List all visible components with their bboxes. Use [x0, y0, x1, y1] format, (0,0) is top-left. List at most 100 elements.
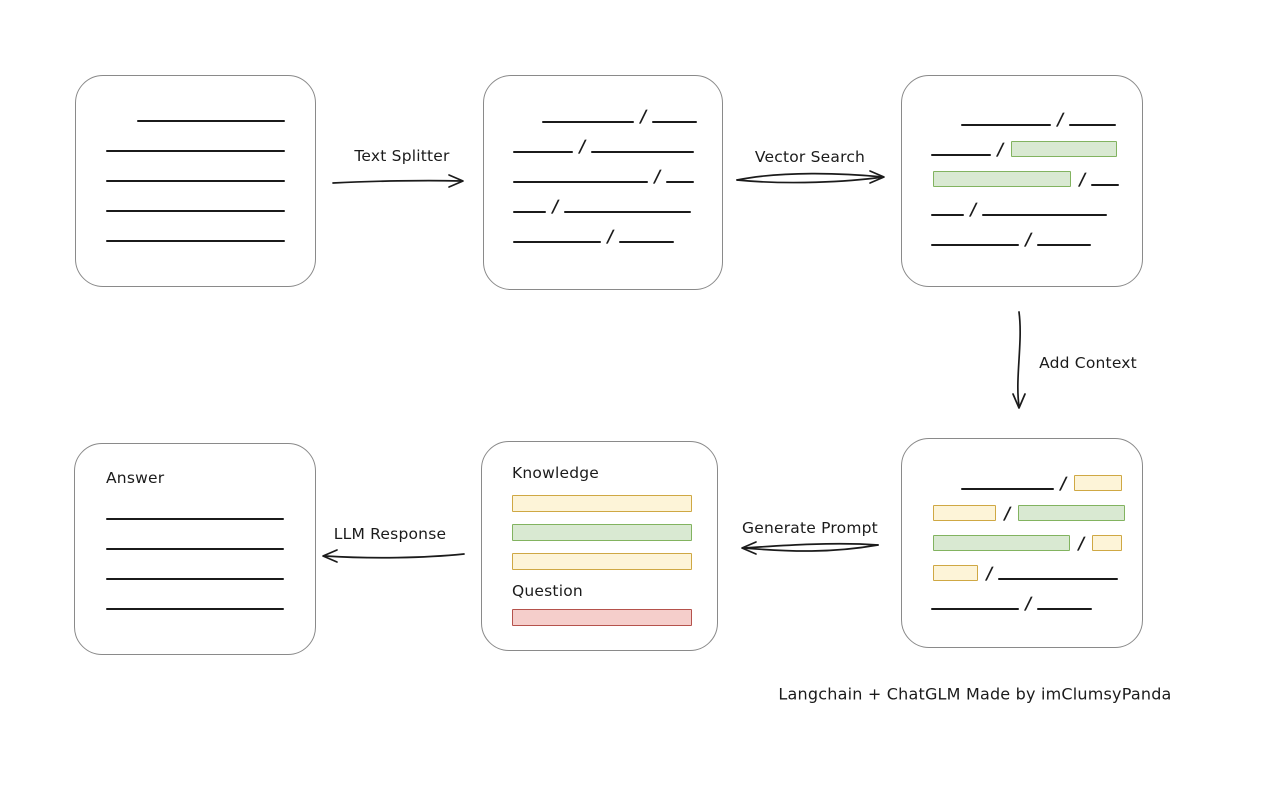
generate-prompt-label: Generate Prompt [742, 519, 878, 537]
question-bar-wrap [512, 609, 717, 626]
chunk-row: / [513, 187, 722, 217]
answer-line [106, 548, 284, 550]
add-context-label: Add Context [1039, 354, 1137, 372]
chunk-row: / [931, 160, 1142, 190]
green-highlight-chunk [933, 171, 1071, 187]
answer-line [106, 608, 284, 610]
text-line [106, 240, 285, 242]
row-indent [106, 125, 137, 126]
yellow-highlight-chunk [1092, 535, 1123, 551]
text-line [591, 151, 695, 153]
separator-slash: / [1023, 230, 1034, 250]
vector-search-arrow-head [869, 170, 885, 184]
text-line [961, 488, 1054, 490]
added-context-chunks-box[interactable]: / / / / / [901, 438, 1143, 648]
separator-slash: / [605, 227, 616, 247]
chunk-row: / [931, 464, 1142, 494]
text-line [106, 150, 285, 152]
chunk-row: / [931, 130, 1142, 160]
separator-slash: / [984, 564, 995, 584]
llm-response-arrow-head [322, 549, 338, 563]
text-line [1037, 244, 1092, 246]
text-line [513, 241, 601, 243]
text-line [931, 154, 991, 156]
chunk-row: / [931, 190, 1142, 220]
chunk-row: / [513, 217, 722, 247]
separator-slash: / [968, 200, 979, 220]
separator-slash: / [550, 197, 561, 217]
answer-line [106, 578, 284, 580]
text-line [106, 180, 285, 182]
chunk-row: / [931, 100, 1142, 130]
text-splitter-arrow [332, 174, 464, 188]
source-document-box[interactable] [75, 75, 316, 287]
split-text-box[interactable]: / / / / / [483, 75, 723, 290]
generate-prompt-arrow-head [741, 541, 757, 555]
separator-slash: / [1076, 534, 1087, 554]
text-line [982, 214, 1108, 216]
text-line [137, 120, 285, 122]
vector-matched-chunks-box[interactable]: ///// [901, 75, 1143, 287]
text-line [931, 608, 1019, 610]
vector-search-label: Vector Search [754, 148, 866, 166]
chunk-row: / [931, 220, 1142, 250]
chunk-row: / [513, 97, 722, 127]
text-line [931, 214, 964, 216]
separator-slash: / [1055, 110, 1066, 130]
answer-box[interactable]: Answer [74, 443, 316, 655]
green-highlight-chunk [933, 535, 1070, 551]
yellow-highlight-chunk [1074, 475, 1123, 491]
separator-slash: / [577, 137, 588, 157]
separator-slash: / [1058, 474, 1069, 494]
text-line [513, 211, 546, 213]
chunk-row: / [931, 494, 1142, 524]
text-line [1037, 608, 1093, 610]
prompt-box[interactable]: Knowledge Question [481, 441, 718, 651]
answer-line [106, 518, 284, 520]
text-line [513, 181, 648, 183]
green-knowledge-bar [512, 524, 692, 541]
chunk-row: / [513, 127, 722, 157]
chunk-row [106, 156, 315, 186]
add-context-arrow-head [1012, 393, 1026, 409]
text-splitter-label: Text Splitter [354, 147, 450, 165]
text-line [961, 124, 1051, 126]
text-line [1069, 124, 1117, 126]
separator-slash: / [1023, 594, 1034, 614]
vector-search-arrow [736, 170, 885, 184]
green-highlight-chunk [1011, 141, 1118, 157]
yellow-knowledge-bar [512, 553, 692, 570]
row-indent [513, 126, 542, 127]
question-bar [512, 609, 692, 626]
separator-slash: / [652, 167, 663, 187]
llm-response-label: LLM Response [333, 525, 447, 543]
generate-prompt-arrow [741, 541, 879, 555]
chunk-row [106, 216, 315, 246]
text-line [652, 121, 698, 123]
knowledge-bars [512, 495, 717, 570]
knowledge-label: Knowledge [512, 464, 600, 482]
separator-slash: / [1002, 504, 1013, 524]
text-splitter-arrow-head [448, 174, 464, 188]
chunk-row: / [931, 524, 1142, 554]
yellow-highlight-chunk [933, 565, 978, 581]
answer-label: Answer [106, 469, 165, 487]
add-context-arrow [1012, 311, 1026, 409]
text-line [542, 121, 634, 123]
green-highlight-chunk [1018, 505, 1126, 521]
chunk-row [106, 126, 315, 156]
text-line [1091, 184, 1120, 186]
text-line [106, 210, 285, 212]
chunk-row: / [931, 584, 1142, 614]
separator-slash: / [1077, 170, 1088, 190]
llm-response-arrow [322, 549, 465, 563]
yellow-highlight-chunk [933, 505, 996, 521]
caption-text: Langchain + ChatGLM Made by imClumsyPand… [778, 684, 1172, 704]
row-indent [931, 129, 961, 130]
text-line [666, 181, 695, 183]
chunk-row [106, 96, 315, 126]
chunk-row: / [931, 554, 1142, 584]
text-line [931, 244, 1019, 246]
answer-lines [106, 518, 315, 610]
